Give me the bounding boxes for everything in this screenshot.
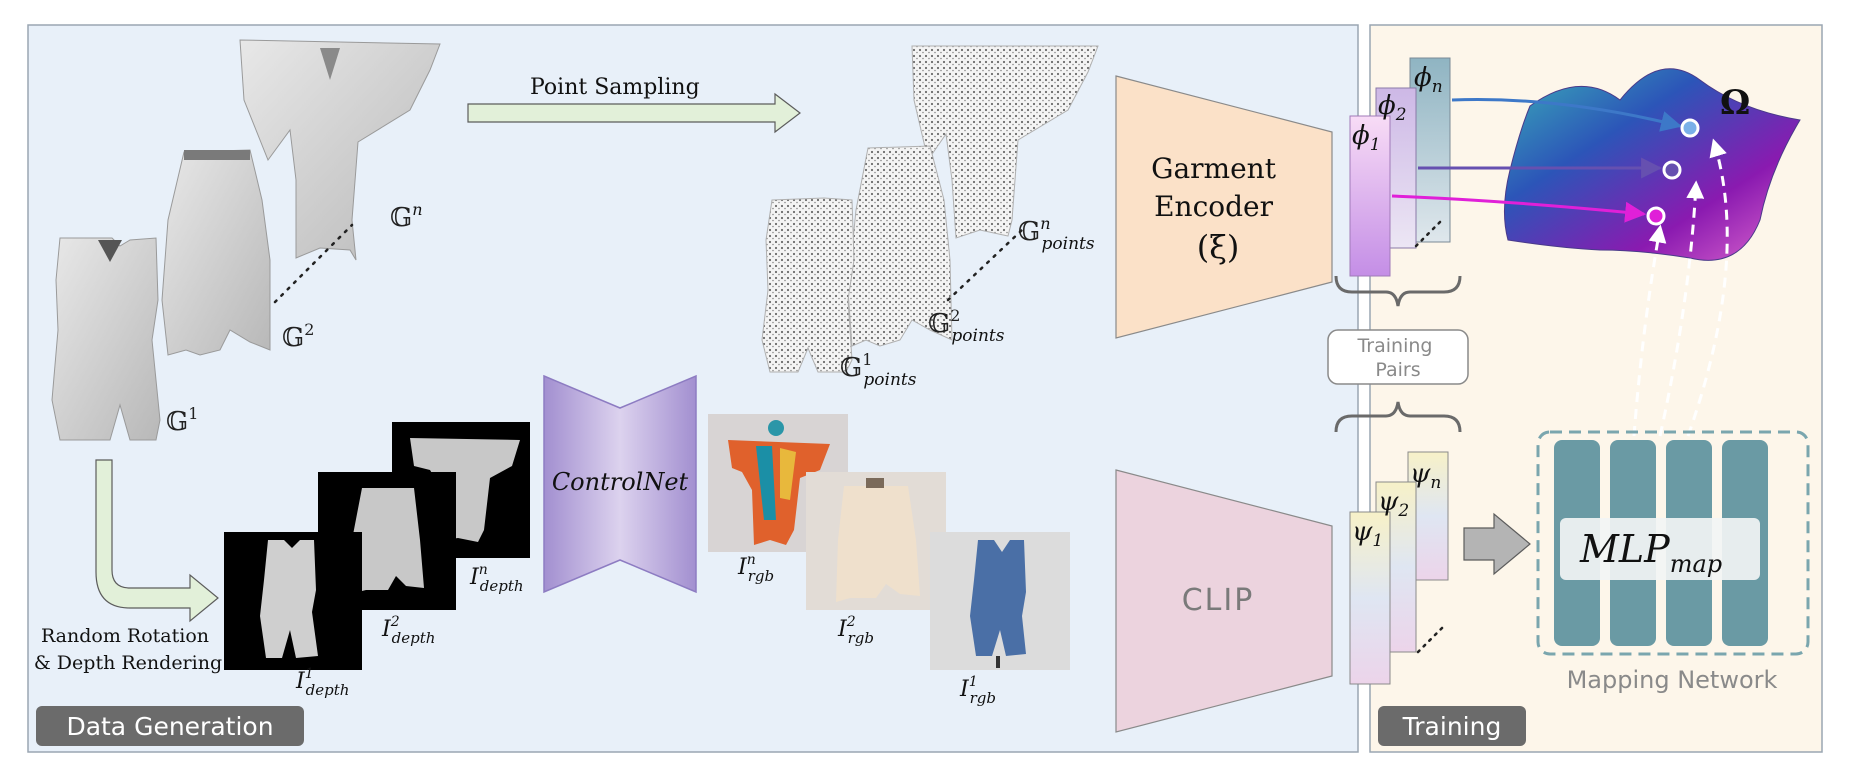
omega-label: Ω: [1720, 83, 1750, 123]
bottom-brace: [1334, 401, 1462, 433]
rgb-image-1: [930, 532, 1070, 670]
controlnet-label: ControlNet: [552, 468, 689, 496]
clip-encoder-block: [1115, 469, 1333, 733]
psi-ellipsis: [1416, 622, 1448, 654]
phi-n-label: ϕn: [1414, 63, 1443, 97]
phi-n-arrow: [1451, 98, 1683, 132]
point-cloud-2: [847, 145, 953, 347]
psi-n-label: ψn: [1410, 459, 1441, 493]
psi-1-bar: [1349, 511, 1391, 685]
depth-image-1: [224, 532, 362, 670]
controlnet-block: [543, 374, 697, 594]
garment-encoder-label: Garment Encoder (ξ): [1151, 152, 1285, 266]
garment-mesh-n: [239, 39, 441, 261]
omega-point-purple: [1662, 160, 1682, 180]
omega-point-magenta: [1646, 206, 1666, 226]
training-pairs-label: Training Pairs: [1356, 335, 1438, 381]
garment-label-n: 𝔾n: [390, 200, 423, 233]
random-rotation-label: Random Rotation & Depth Rendering: [34, 625, 222, 674]
data-generation-badge: [36, 706, 304, 746]
clip-encoder-label: CLIP: [1182, 583, 1255, 618]
psi-2-label: ψ2: [1378, 487, 1409, 521]
psi-1-label: ψ1: [1352, 517, 1383, 551]
mapping-network-label: Mapping Network: [1567, 666, 1778, 694]
garment-label-2: 𝔾2: [282, 320, 314, 353]
data-generation-badge-label: Data Generation: [66, 712, 273, 741]
phi-ellipsis: [1414, 216, 1446, 248]
mapping-network-frame: [1536, 430, 1810, 656]
psi-to-mlp-arrow: [1463, 512, 1531, 576]
garment-mesh-2: [161, 149, 271, 356]
mlp-label: MLPmap: [1579, 527, 1722, 578]
garment-mesh-1: [51, 237, 161, 441]
omega-point-blue: [1680, 118, 1700, 138]
mlp-label-box: [1560, 518, 1760, 580]
mlp-to-omega-arrow-2: [1658, 180, 1705, 437]
training-badge: [1378, 706, 1526, 746]
random-rotation-arrow: [95, 459, 219, 623]
phi-1-label: ϕ1: [1352, 121, 1381, 155]
point-cloud-ellipsis: [946, 228, 1024, 302]
garment-label-1: 𝔾1: [166, 404, 198, 437]
rgb-image-2: [806, 472, 946, 610]
training-pairs-box: [1327, 329, 1469, 385]
phi-1-arrow: [1391, 194, 1647, 223]
phi-1-bar: [1349, 115, 1391, 277]
top-brace: [1334, 275, 1462, 307]
phi-2-label: ϕ2: [1378, 91, 1407, 125]
point-sampling-label: Point Sampling: [530, 75, 700, 100]
garment-encoder-block: [1115, 75, 1333, 339]
training-badge-label: Training: [1402, 712, 1502, 741]
point-cloud-1: [761, 197, 855, 373]
point-sampling-arrow: [467, 92, 801, 134]
phi-n-bar: [1409, 57, 1451, 243]
mlp-to-omega-arrow-1: [1632, 224, 1667, 437]
garment-ellipsis: [273, 223, 354, 304]
